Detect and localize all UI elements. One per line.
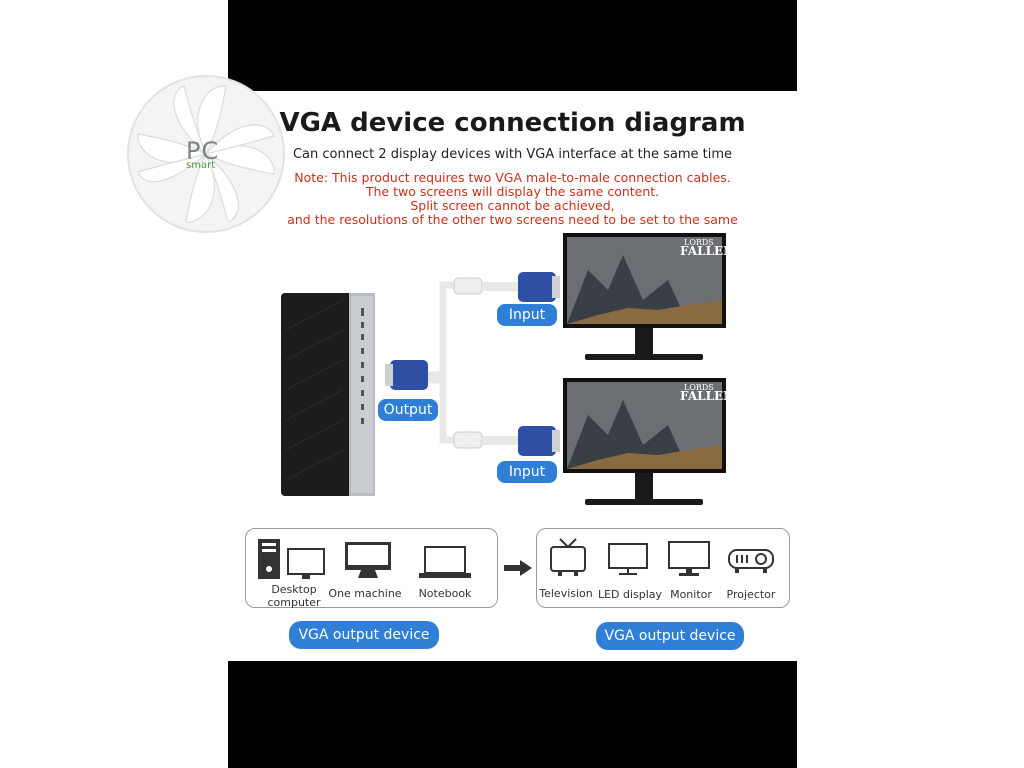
black-bar-top	[228, 0, 797, 91]
connection-graphic	[281, 233, 726, 505]
input-label-top: Input	[497, 304, 557, 326]
left-device-label-2: One machine	[328, 587, 402, 600]
left-device-label-3: Notebook	[418, 587, 472, 600]
monitor-icon	[668, 541, 710, 576]
note-line-1: Note: This product requires two VGA male…	[294, 170, 731, 185]
monitor-bottom-game-title-1: LORDS	[684, 383, 714, 392]
note-line-3: Split screen cannot be achieved,	[410, 198, 615, 213]
all-in-one-icon	[345, 542, 391, 578]
monitor-top-game-title-1: LORDS	[684, 238, 714, 247]
right-device-label-4: Projector	[726, 588, 776, 601]
diagram-title: VGA device connection diagram	[279, 108, 746, 138]
arrow-right-icon	[504, 560, 532, 576]
right-device-category-pill: VGA output device	[596, 622, 744, 650]
left-device-label-1b: computer	[267, 596, 321, 609]
monitor-bottom	[563, 378, 726, 505]
note-line-4: and the resolutions of the other two scr…	[287, 212, 738, 227]
laptop-icon	[419, 546, 471, 578]
logo-subtext: smart	[186, 160, 216, 171]
projector-icon	[728, 549, 774, 573]
tv-icon	[550, 538, 586, 576]
led-display-icon	[608, 543, 648, 575]
monitor-bottom-game-title-2: FALLEN	[680, 389, 735, 403]
left-device-label-1: Desktop	[271, 583, 317, 596]
vga-splitter-cable	[385, 272, 560, 456]
pc-tower	[281, 293, 375, 496]
diagram-subtitle: Can connect 2 display devices with VGA i…	[292, 147, 733, 162]
desktop-icon	[258, 539, 325, 579]
monitor-top-game-title-2: FALLEN	[680, 244, 735, 258]
right-device-label-2: LED display	[597, 588, 663, 601]
monitor-top	[563, 233, 726, 360]
pc-smart-logo	[126, 74, 286, 234]
right-device-label-1: Television	[539, 587, 593, 600]
output-label: Output	[378, 399, 438, 421]
left-device-category-pill: VGA output device	[289, 621, 439, 649]
input-label-bottom: Input	[497, 461, 557, 483]
note-line-2: The two screens will display the same co…	[365, 184, 660, 199]
logo-text: PC	[186, 137, 220, 165]
right-device-label-3: Monitor	[670, 588, 712, 601]
black-bar-bottom	[228, 661, 797, 768]
